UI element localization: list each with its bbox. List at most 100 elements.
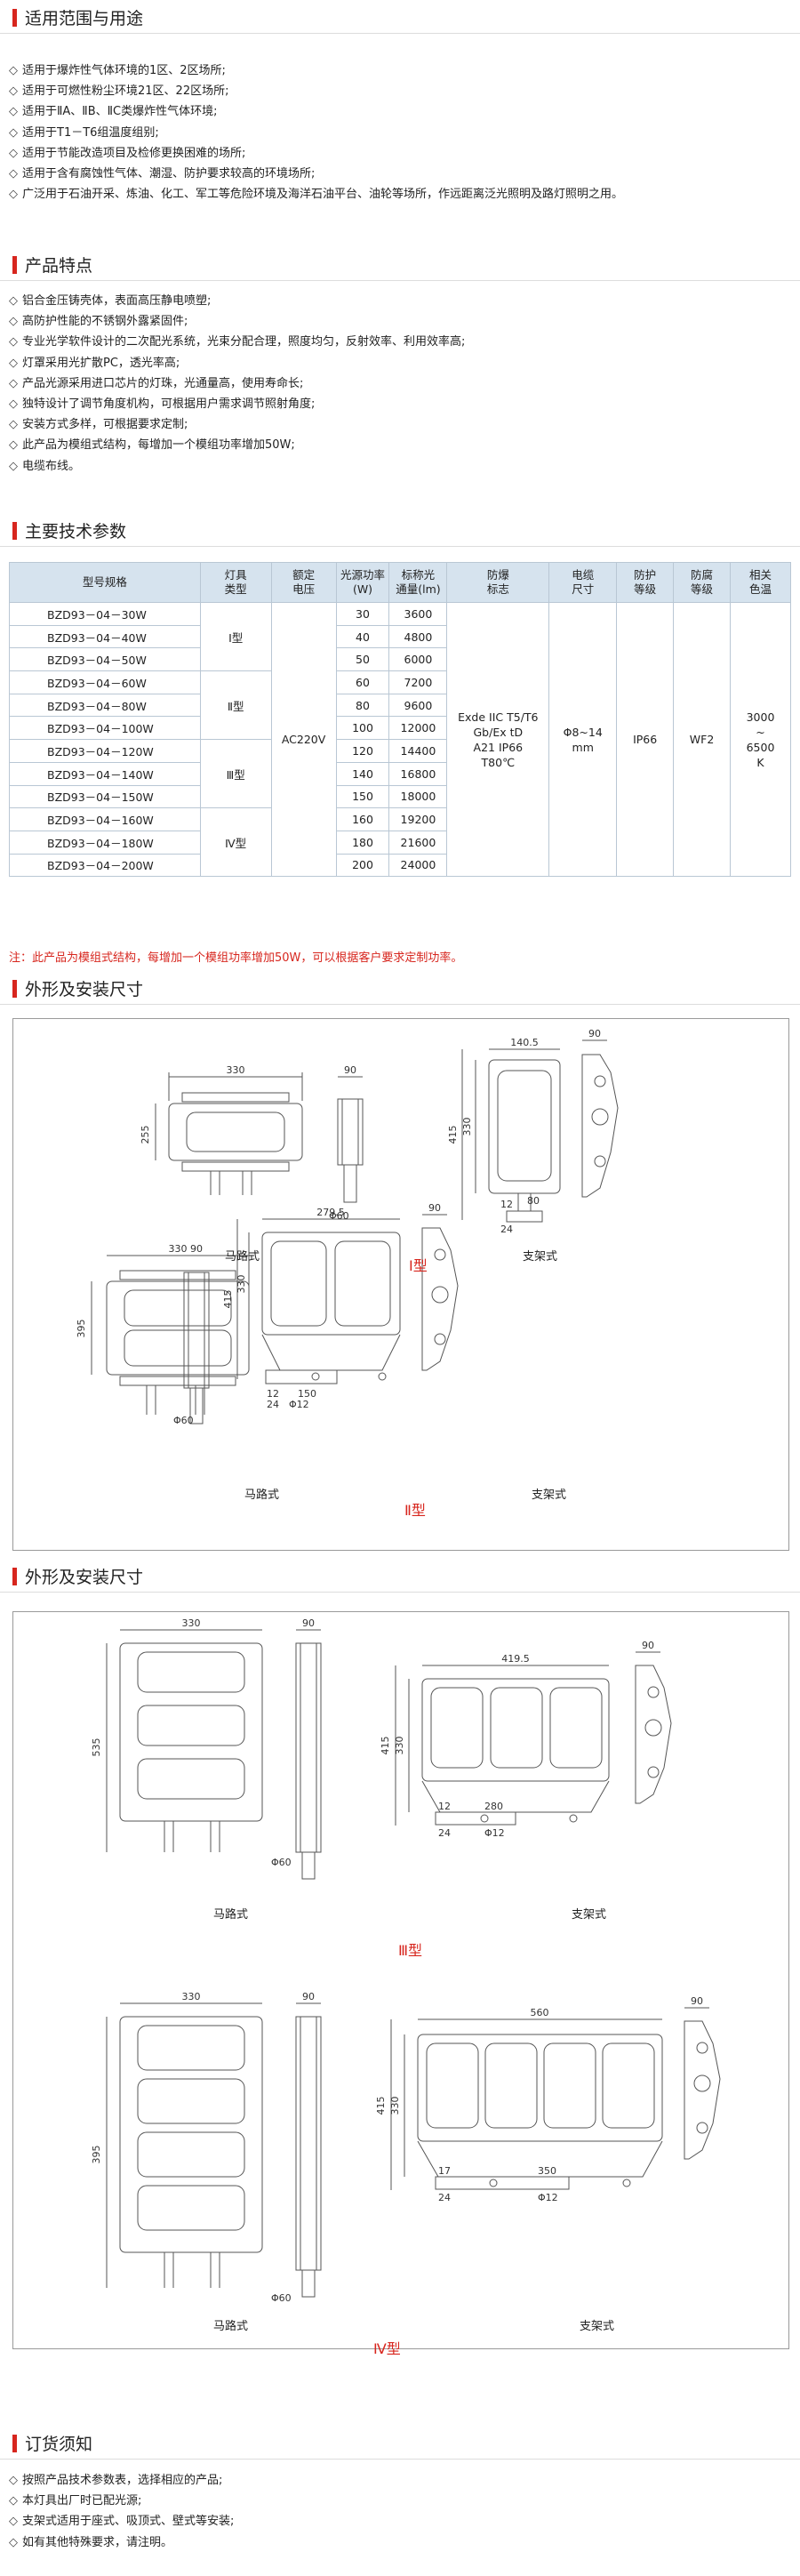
- type-cell: Ⅳ型: [199, 807, 272, 878]
- power-cell: 120: [335, 739, 390, 763]
- section-title: 外形及安装尺寸: [25, 980, 144, 999]
- dimension-frame-2: 330 90 535 Φ60 419.5 415 330 12 280 Φ12 …: [12, 1611, 789, 2349]
- section-title: 订货须知: [25, 2435, 93, 2454]
- spec-note: 注：此产品为模组式结构，每增加一个模组功率增加50W，可以根据客户要求定制功率。: [9, 951, 463, 965]
- model-cell: BZD93－04－80W: [9, 693, 201, 718]
- list-item: ◇本灯具出厂时已配光源;: [9, 2494, 142, 2508]
- dimension-drawing-type1-type2: 330 90 255 Φ60 140.5 415 330 12 80 24 90…: [76, 1028, 619, 1426]
- model-cell: BZD93－04－60W: [9, 670, 201, 694]
- dim-label: 395: [76, 1320, 87, 1338]
- order-list: ◇按照产品技术参数表，选择相应的产品; ◇本灯具出厂时已配光源; ◇支架式适用于…: [9, 2470, 234, 2553]
- table-row: BZD93－04－80W 80 9600: [9, 693, 791, 718]
- divider: [0, 1004, 800, 1005]
- section-marker: [12, 980, 17, 998]
- list-item: ◇适用于爆炸性气体环境的1区、2区场所;: [9, 64, 226, 77]
- power-cell: 150: [335, 784, 390, 809]
- dim-label: 395: [91, 2146, 102, 2164]
- bracket-mount-label: 支架式: [532, 1489, 567, 1502]
- voltage-cell: AC220V: [270, 601, 337, 878]
- table-row: BZD93－04－30W Ⅰ型 AC220V 30 3600 Exde IIC …: [9, 601, 791, 878]
- section-specs-header: 主要技术参数: [0, 513, 800, 547]
- list-item: ◇适用于T1－T6组温度组别;: [9, 125, 159, 140]
- flux-cell: 19200: [388, 807, 448, 831]
- table-row: BZD93－04－120W Ⅲ型 120 14400: [9, 739, 791, 809]
- list-item: ◇适用于含有腐蚀性气体、潮湿、防护要求较高的环境场所;: [9, 166, 316, 181]
- model-cell: BZD93－04－30W: [9, 602, 201, 626]
- road-mount-label: 马路式: [244, 1489, 280, 1502]
- model-cell: BZD93－04－120W: [9, 739, 201, 763]
- anticorrosion-cell: WF2: [673, 601, 732, 878]
- list-item: ◇广泛用于石油开采、炼油、化工、军工等危险环境及海洋石油平台、油轮等场所，作远距…: [9, 188, 624, 202]
- dim-label: 140.5: [510, 1037, 539, 1048]
- model-cell: BZD93－04－100W: [9, 716, 201, 741]
- model-cell: BZD93－04－150W: [9, 784, 201, 809]
- dim-label: 90: [302, 1617, 315, 1629]
- dim-label: Φ12: [538, 2192, 558, 2203]
- power-cell: 50: [335, 647, 390, 672]
- section-marker: [12, 1568, 17, 1585]
- dim-label: 280: [484, 1801, 503, 1812]
- list-item: ◇安装方式多样，可根据要求定制;: [9, 418, 188, 432]
- list-item: ◇独特设计了调节角度机构，可根据用户需求调节照射角度;: [9, 397, 316, 411]
- list-item: ◇电缆布线。: [9, 459, 81, 473]
- column-header: 额定 电压: [270, 562, 337, 603]
- flux-cell: 3600: [388, 602, 448, 626]
- dim-label: 330: [236, 1275, 247, 1294]
- dim-label: 24: [438, 1827, 451, 1839]
- flux-cell: 4800: [388, 624, 448, 649]
- dim-label: 415: [380, 1737, 391, 1755]
- model-cell: BZD93－04－180W: [9, 830, 201, 855]
- dim-label: 80: [527, 1195, 540, 1207]
- road-mount-label: 马路式: [213, 2320, 249, 2333]
- section-dims1-header: 外形及安装尺寸: [0, 971, 800, 1005]
- dim-label: Φ12: [484, 1827, 505, 1839]
- flux-cell: 16800: [388, 761, 448, 786]
- list-item: ◇专业光学软件设计的二次配光系统，光束分配合理，照度均匀，反射效率、利用效率高;: [9, 335, 466, 349]
- dim-label: 419.5: [501, 1653, 530, 1665]
- list-item: ◇铝合金压铸壳体，表面高压静电喷塑;: [9, 294, 212, 308]
- dim-label: Φ60: [271, 1857, 292, 1868]
- features-list: ◇铝合金压铸壳体，表面高压静电喷塑; ◇高防护性能的不锈钢外露紧固件; ◇专业光…: [9, 291, 465, 477]
- divider: [0, 280, 800, 281]
- section-marker: [12, 256, 17, 274]
- dim-label: 279.5: [316, 1207, 345, 1218]
- bracket-mount-label: 支架式: [523, 1250, 558, 1264]
- bracket-mount-label: 支架式: [572, 1908, 607, 1922]
- column-header: 防爆 标志: [446, 562, 550, 603]
- table-row: BZD93－04－50W 50 6000: [9, 647, 791, 672]
- section-scope-header: 适用范围与用途: [0, 0, 800, 34]
- section-dims2-header: 外形及安装尺寸: [0, 1559, 800, 1593]
- table-row: BZD93－04－160W Ⅳ型 160 19200: [9, 807, 791, 878]
- power-cell: 200: [335, 853, 390, 878]
- dim-label: 330: [169, 1243, 188, 1255]
- road-mount-label: 马路式: [225, 1250, 260, 1264]
- dim-label: 415: [375, 2097, 387, 2115]
- table-header-row: 型号规格 灯具 类型 额定 电压 光源功率 (W) 标称光 通量(lm) 防爆 …: [9, 562, 791, 603]
- type-label: Ⅳ型: [373, 2340, 401, 2357]
- list-item: ◇产品光源采用进口芯片的灯珠，光通量高，使用寿命长;: [9, 376, 304, 390]
- type-cell: Ⅱ型: [199, 670, 272, 741]
- divider: [0, 546, 800, 547]
- section-features-header: 产品特点: [0, 247, 800, 281]
- dim-label: 150: [298, 1388, 316, 1400]
- type-cell: Ⅰ型: [199, 601, 272, 672]
- model-cell: BZD93－04－160W: [9, 807, 201, 831]
- column-header: 电缆 尺寸: [548, 562, 618, 603]
- dim-label: 330: [461, 1118, 473, 1136]
- flux-cell: 18000: [388, 784, 448, 809]
- dimension-drawing-type3-type4: 330 90 535 Φ60 419.5 415 330 12 280 Φ12 …: [91, 1617, 721, 2304]
- model-cell: BZD93－04－200W: [9, 853, 201, 878]
- dim-label: 90: [344, 1064, 356, 1076]
- dim-label: 90: [691, 1995, 703, 2007]
- dim-label: 90: [428, 1202, 441, 1214]
- section-title: 主要技术参数: [25, 522, 127, 542]
- dim-label: 17: [438, 2165, 451, 2177]
- dim-label: 12: [438, 1801, 451, 1812]
- table-row: BZD93－04－180W 180 21600: [9, 830, 791, 855]
- flux-cell: 9600: [388, 693, 448, 718]
- section-marker: [12, 522, 17, 540]
- type-label: Ⅰ型: [409, 1257, 428, 1274]
- road-mount-label: 马路式: [213, 1908, 249, 1922]
